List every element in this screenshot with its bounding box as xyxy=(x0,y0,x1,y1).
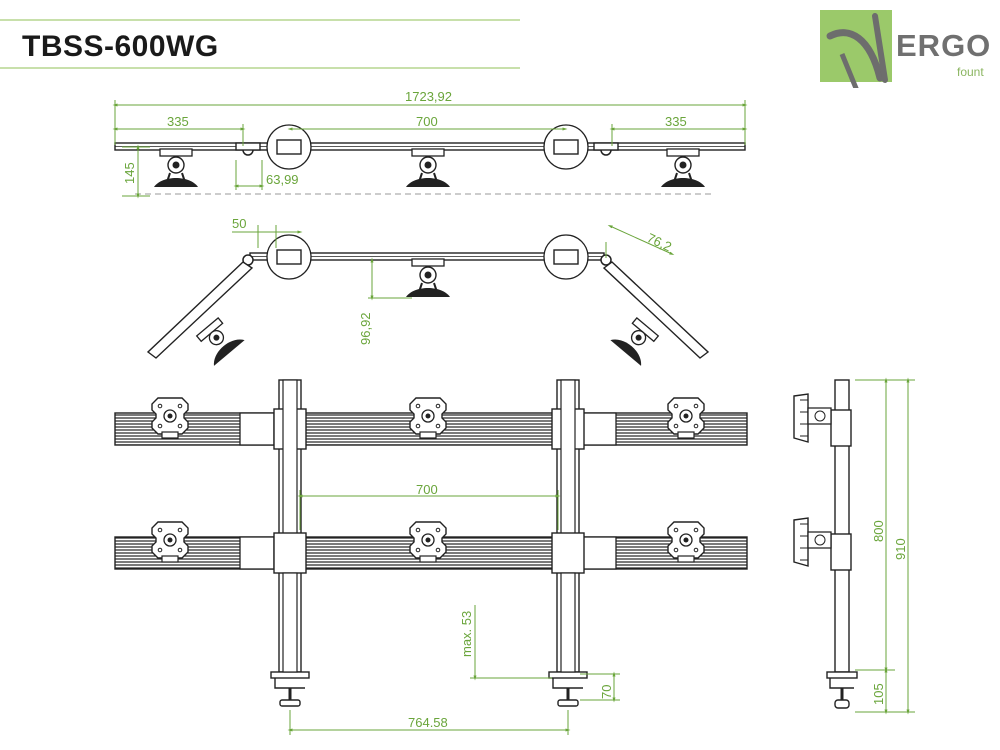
dim-top-left: 335 xyxy=(167,114,189,129)
header-lines xyxy=(0,19,520,69)
side-dimensions xyxy=(855,377,915,715)
logo-brand: ERGO xyxy=(896,28,991,63)
dim-side-lower: 105 xyxy=(871,683,886,705)
dim-angled-left: 50 xyxy=(232,216,246,231)
top-dimensions xyxy=(112,100,748,199)
dim-top-right: 335 xyxy=(665,114,687,129)
dim-side-total: 910 xyxy=(893,538,908,560)
dim-front-max: max. 53 xyxy=(459,611,474,657)
dim-front-spacing: 700 xyxy=(416,482,438,497)
dim-top-height: 145 xyxy=(122,162,137,184)
product-title: TBSS-600WG xyxy=(22,30,219,63)
front-dimensions xyxy=(287,490,620,735)
side-view xyxy=(793,379,858,709)
dim-front-clamp: 70 xyxy=(599,685,614,699)
header: TBSS-600WG ERGO fount xyxy=(0,0,1000,99)
angled-view xyxy=(146,234,710,366)
dim-front-base: 764.58 xyxy=(408,715,448,730)
dim-top-middle: 700 xyxy=(416,114,438,129)
dim-top-offset: 63,99 xyxy=(266,172,299,187)
dim-top-total: 1723,92 xyxy=(405,89,452,104)
angled-dimensions xyxy=(232,224,675,301)
front-view xyxy=(114,379,748,707)
dim-angled-right: 76,2 xyxy=(645,230,674,254)
top-view xyxy=(114,124,746,195)
dim-angled-depth: 96,92 xyxy=(358,312,373,345)
dim-side-upper: 800 xyxy=(871,520,886,542)
ergofount-logo: ERGO fount xyxy=(820,8,992,99)
logo-sub: fount xyxy=(957,65,984,79)
